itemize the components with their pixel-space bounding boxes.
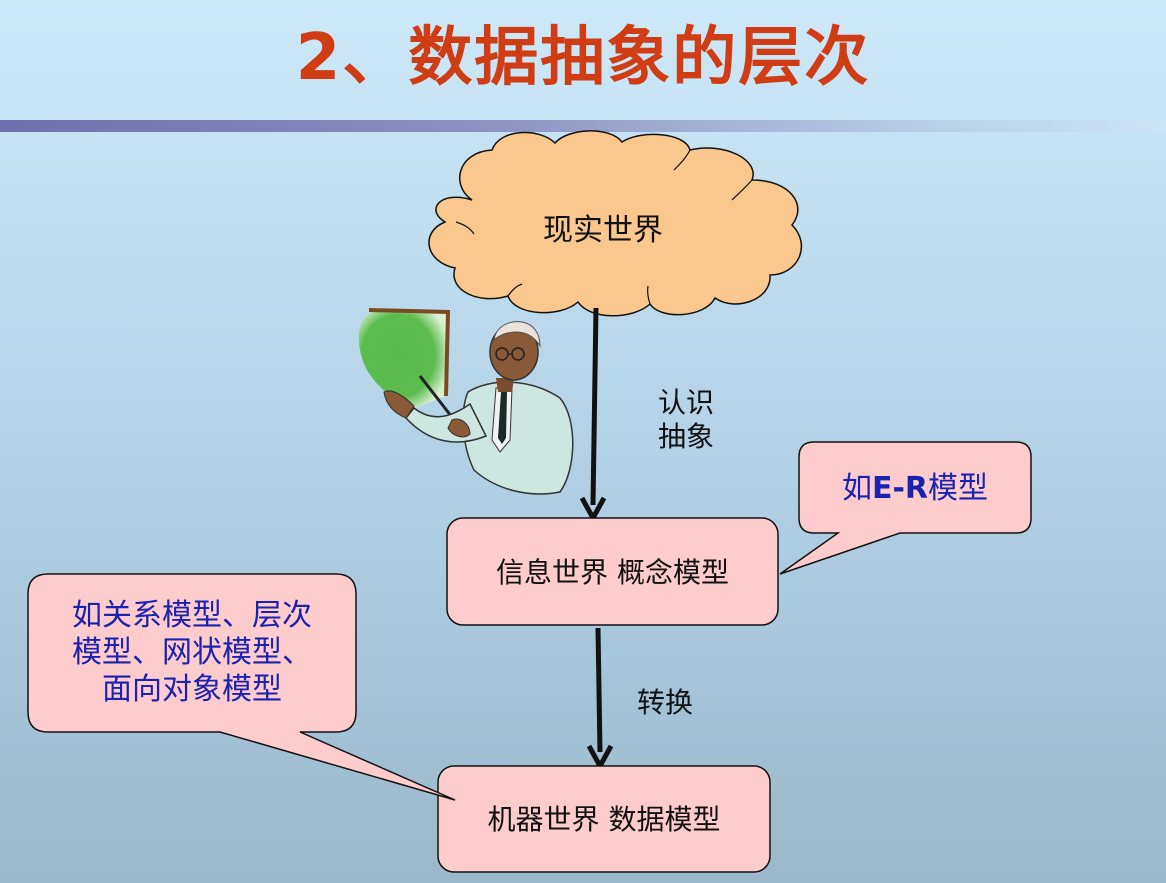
cloud-label-reality: 现实世界 xyxy=(543,213,663,248)
left-callout-text: 如关系模型、层次 模型、网状模型、 面向对象模型 xyxy=(28,597,356,708)
left-callout-line3: 面向对象模型 xyxy=(102,672,282,707)
left-callout-line1: 如关系模型、层次 xyxy=(72,598,312,633)
arrow-cloud-to-info xyxy=(590,307,599,506)
right-callout-text: 如E-R模型 xyxy=(799,470,1031,507)
title-underline-bar xyxy=(0,120,1166,132)
right-callout-bold: E-R xyxy=(871,471,929,506)
right-callout-shape xyxy=(779,441,1032,575)
machine-world-box-label: 机器世界 数据模型 xyxy=(487,803,721,836)
arrow1-label-recognize: 认识 xyxy=(658,386,715,419)
machine-world-box xyxy=(437,765,771,873)
right-callout-prefix: 如 xyxy=(841,471,872,506)
left-callout-shape xyxy=(27,573,456,801)
info-world-box xyxy=(446,517,779,626)
arrow2-label-transform: 转换 xyxy=(637,686,694,719)
left-callout-line2: 模型、网状模型、 xyxy=(72,635,312,670)
right-callout-suffix: 模型 xyxy=(928,471,989,506)
arrow-info-to-machine xyxy=(595,627,603,753)
reality-cloud-shape xyxy=(428,130,803,317)
slide-title: 2、数据抽象的层次 xyxy=(295,21,871,95)
teacher-at-board-illustration xyxy=(358,308,574,495)
arrow1-label-abstract: 抽象 xyxy=(658,420,715,453)
info-world-box-label: 信息世界 概念模型 xyxy=(496,556,729,589)
